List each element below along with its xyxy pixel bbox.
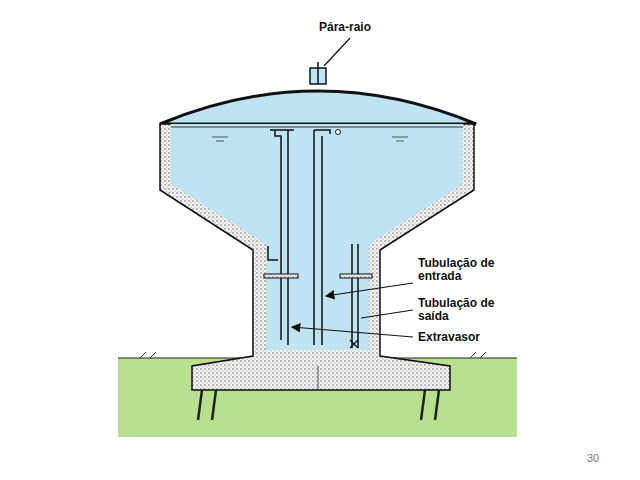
part-label: Extravasor bbox=[418, 331, 480, 344]
page-number: 30 bbox=[587, 452, 599, 464]
part-label: Tubulação de saída bbox=[418, 297, 513, 323]
part-label: Tubulação de entrada bbox=[418, 257, 513, 283]
part-label: Pára-raio bbox=[319, 21, 371, 34]
